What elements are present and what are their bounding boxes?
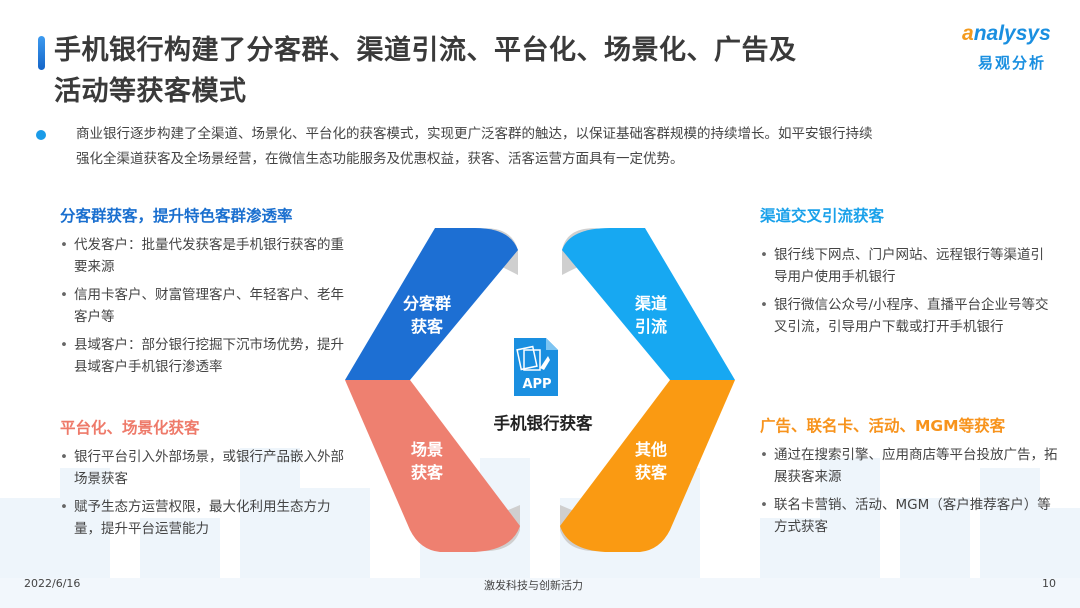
segment-label-other: 其他 获客 xyxy=(616,438,686,484)
analysys-logo: analysys 易观分析 xyxy=(952,22,1070,82)
footer-date: 2022/6/16 xyxy=(24,577,81,590)
segment-label-line: 获客 xyxy=(634,463,667,482)
bullet-item: 通过在搜索引擎、应用商店等平台投放广告，拓展获客来源 xyxy=(760,444,1060,488)
panel-title: 广告、联名卡、活动、MGM等获客 xyxy=(760,417,1006,435)
bullet-item: 银行平台引入外部场景，或银行产品嵌入外部场景获客 xyxy=(60,446,350,490)
panel-title: 分客群获客，提升特色客群渗透率 xyxy=(60,207,293,225)
title-accent-bar xyxy=(38,36,45,70)
bullet-item: 银行线下网点、门户网站、远程银行等渠道引导用户使用手机银行 xyxy=(760,244,1050,288)
segment-scene xyxy=(345,380,520,552)
footer-slogan: 激发科技与创新活力 xyxy=(484,579,583,592)
segment-customer xyxy=(345,228,518,380)
segment-label-channel: 渠道 引流 xyxy=(616,292,686,338)
page-title: 手机银行构建了分客群、渠道引流、平台化、场景化、广告及 活动等获客模式 xyxy=(54,30,934,112)
bullet-item: 赋予生态方运营权限，最大化利用生态方力量，提升平台运营能力 xyxy=(60,496,350,540)
bullet-item: 县域客户：部分银行挖掘下沉市场优势，提升县域客户手机银行渗透率 xyxy=(60,334,350,378)
logo-chinese: 易观分析 xyxy=(978,54,1047,72)
segment-label-line: 获客 xyxy=(410,317,443,336)
segment-label-line: 获客 xyxy=(410,463,443,482)
bullet-item: 信用卡客户、财富管理客户、年轻客户、老年客户等 xyxy=(60,284,350,328)
segment-label-line: 引流 xyxy=(634,317,667,336)
page-number: 10 xyxy=(1042,577,1056,590)
acquisition-diagram: 分客群 获客 渠道 引流 场景 获客 其他 获客 APP 手机银行获客 xyxy=(340,220,740,560)
segment-label-customer: 分客群 获客 xyxy=(392,292,462,338)
bullet-item: 代发客户：批量代发获客是手机银行获客的重要来源 xyxy=(60,234,350,278)
panel-title: 渠道交叉引流获客 xyxy=(760,207,885,225)
panel-title: 平台化、场景化获客 xyxy=(60,419,200,437)
segment-label-line: 渠道 xyxy=(634,294,667,313)
segment-other xyxy=(560,380,735,552)
segment-label-scene: 场景 获客 xyxy=(392,438,462,484)
intro-line-2: 强化全渠道获客及全场景经营，在微信生态功能服务及优惠权益，获客、活客运营方面具有… xyxy=(76,151,684,167)
center-label: 手机银行获客 xyxy=(493,414,593,433)
panel-platform-scene: 平台化、场景化获客 银行平台引入外部场景，或银行产品嵌入外部场景获客 赋予生态方… xyxy=(60,416,350,546)
logo-english-rest: nalysys xyxy=(973,22,1051,45)
intro-line-1: 商业银行逐步构建了全渠道、场景化、平台化的获客模式，实现更广泛客群的触达，以保证… xyxy=(76,126,873,142)
intro-bullet-icon xyxy=(36,130,46,140)
page-title-line1: 手机银行构建了分客群、渠道引流、平台化、场景化、广告及 xyxy=(54,35,797,66)
app-icon-text: APP xyxy=(522,377,552,392)
panel-ads-activities: 广告、联名卡、活动、MGM等获客 通过在搜索引擎、应用商店等平台投放广告，拓展获… xyxy=(760,414,1060,544)
logo-swoosh-a: a xyxy=(962,22,974,45)
segment-label-line: 分客群 xyxy=(402,294,451,313)
app-icon xyxy=(514,338,558,396)
panel-customer-segment: 分客群获客，提升特色客群渗透率 代发客户：批量代发获客是手机银行获客的重要来源 … xyxy=(60,204,350,384)
diagram-shapes xyxy=(340,228,740,552)
bullet-item: 联名卡营销、活动、MGM（客户推荐客户）等方式获客 xyxy=(760,494,1060,538)
segment-label-line: 场景 xyxy=(410,440,443,459)
logo-english: analysys xyxy=(962,22,1051,46)
page-title-line2: 活动等获客模式 xyxy=(54,76,247,107)
bullet-item: 银行微信公众号/小程序、直播平台企业号等交叉引流，引导用户下载或打开手机银行 xyxy=(760,294,1050,338)
segment-channel xyxy=(562,228,735,380)
segment-label-line: 其他 xyxy=(634,440,667,459)
intro-paragraph: 商业银行逐步构建了全渠道、场景化、平台化的获客模式，实现更广泛客群的触达，以保证… xyxy=(56,122,1046,172)
panel-channel-traffic: 渠道交叉引流获客 银行线下网点、门户网站、远程银行等渠道引导用户使用手机银行 银… xyxy=(760,204,1050,344)
